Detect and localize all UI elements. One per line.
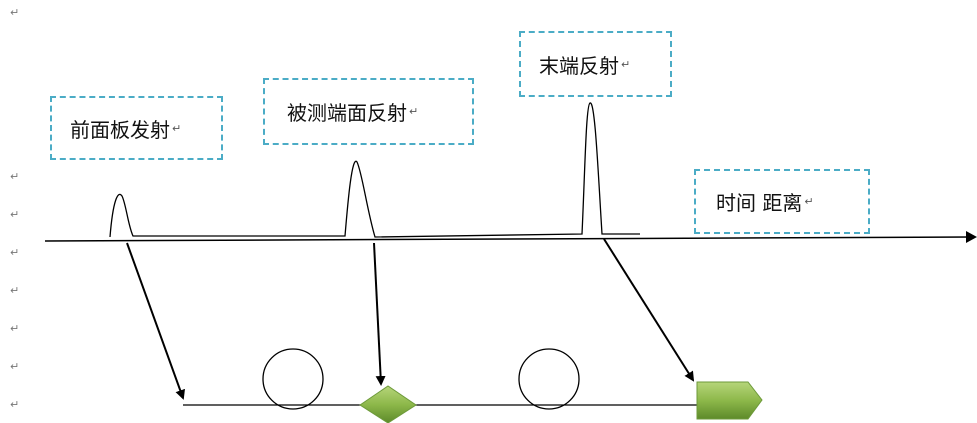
axis-arrowhead bbox=[966, 231, 977, 243]
connector-diamond bbox=[359, 385, 417, 423]
paragraph-mark: ↵ bbox=[10, 6, 20, 19]
otdr-trace bbox=[109, 102, 640, 238]
return-mark: ↵ bbox=[409, 105, 419, 118]
end-connector bbox=[696, 381, 763, 420]
label-end-reflection-text: 末端反射 bbox=[539, 53, 619, 78]
label-front-panel-text: 前面板发射 bbox=[70, 117, 170, 142]
label-time-distance: 时间 距离↵ bbox=[694, 169, 870, 234]
label-measured-face-text: 被测端面反射 bbox=[287, 101, 407, 125]
paragraph-mark: ↵ bbox=[10, 398, 20, 411]
fiber-coil-2 bbox=[518, 348, 580, 410]
return-mark: ↵ bbox=[621, 57, 631, 71]
time-axis bbox=[44, 236, 973, 242]
paragraph-mark: ↵ bbox=[10, 208, 20, 221]
arrow-measured-face bbox=[373, 242, 386, 386]
fiber-coil-1 bbox=[262, 348, 324, 410]
paragraph-mark: ↵ bbox=[10, 170, 20, 183]
paragraph-mark: ↵ bbox=[10, 360, 20, 373]
return-mark: ↵ bbox=[804, 195, 814, 208]
label-end-reflection: 末端反射↵ bbox=[519, 31, 672, 97]
label-front-panel: 前面板发射↵ bbox=[50, 96, 223, 160]
paragraph-mark: ↵ bbox=[10, 322, 20, 335]
arrow-end-reflection bbox=[603, 238, 695, 382]
label-measured-face: 被测端面反射↵ bbox=[263, 78, 474, 145]
paragraph-mark: ↵ bbox=[10, 284, 20, 297]
return-mark: ↵ bbox=[172, 121, 182, 135]
label-time-distance-text: 时间 距离 bbox=[716, 191, 803, 215]
paragraph-mark: ↵ bbox=[10, 246, 20, 259]
arrow-front-panel bbox=[126, 242, 185, 400]
